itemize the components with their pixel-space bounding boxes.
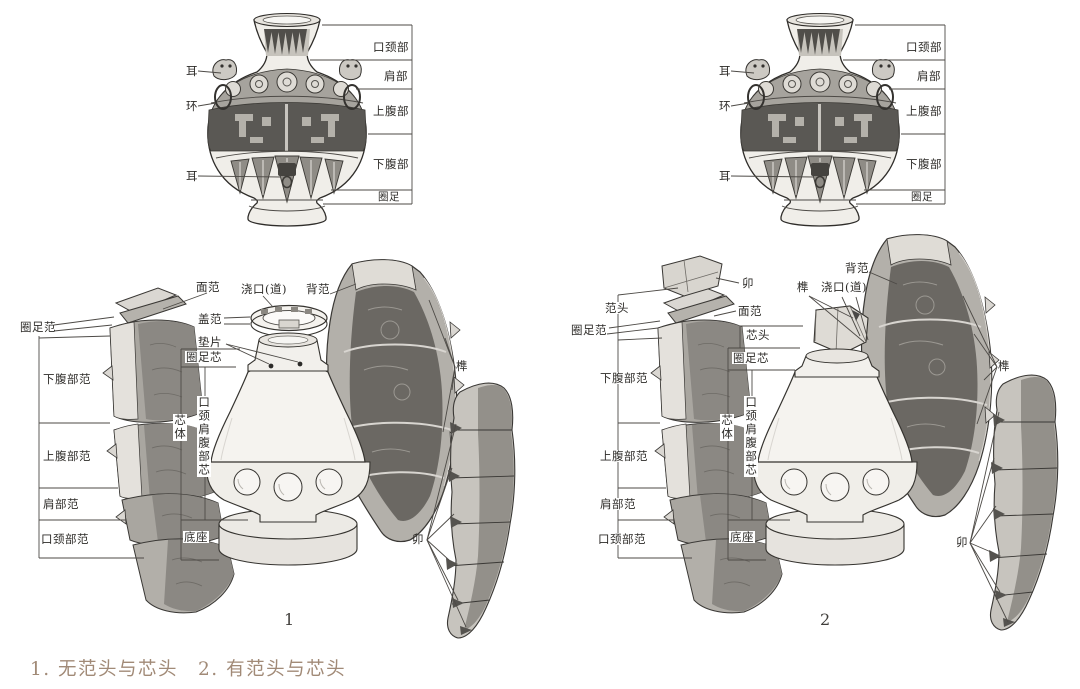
label-p1-face-mold: 面范	[196, 280, 220, 294]
label-p1-foot-ring-core: 圈足芯	[185, 350, 223, 364]
core-head-piece	[794, 305, 880, 378]
label-p2-vessel-shoulder: 肩部	[917, 69, 941, 83]
label-p2-upper-belly-mold: 上腹部范	[599, 449, 649, 463]
panel-2-number: 2	[820, 610, 831, 629]
label-p2-tenon-left: 榫	[797, 280, 809, 294]
label-p2-foot-ring-mold: 圈足范	[571, 323, 607, 337]
label-p2-mortise-right: 卯	[956, 535, 968, 549]
label-p1-vessel-mouth-neck: 口颈部	[373, 40, 409, 54]
label-p1-mouth-neck-mold: 口颈部范	[40, 532, 90, 546]
mold-2-annotation-lines	[606, 271, 1009, 623]
label-p2-mouth-neck-shoulder-belly-core: 口颈肩腹部芯	[744, 396, 759, 477]
label-p1-cover-mold: 盖范	[198, 312, 222, 326]
mold-head-piece	[661, 255, 723, 297]
label-p1-vessel-foot-ring: 圈足	[378, 191, 400, 203]
label-p1-vessel-upper-belly: 上腹部	[373, 104, 409, 118]
label-p1-vessel-ear-top: 耳	[186, 64, 198, 78]
cover-mold-ring	[250, 304, 328, 338]
label-p2-back-mold: 背范	[845, 261, 869, 275]
label-p1-lower-belly-mold: 下腹部范	[42, 372, 92, 386]
label-p2-mold-head: 范头	[604, 301, 630, 315]
label-p1-shoulder-mold: 肩部范	[42, 497, 80, 511]
figure-caption: 1. 无范头与芯头 2. 有范头与芯头	[30, 659, 347, 680]
label-p1-foot-ring-mold: 圈足范	[20, 320, 56, 334]
label-p2-foot-ring-core: 圈足芯	[732, 351, 770, 365]
label-p2-vessel-upper-belly: 上腹部	[906, 104, 942, 118]
label-p1-vessel-ear-bottom: 耳	[186, 169, 198, 183]
label-p2-shoulder-mold: 肩部范	[599, 497, 637, 511]
label-p2-tenon-right: 榫	[998, 359, 1010, 373]
label-p2-vessel-lower-belly: 下腹部	[906, 157, 942, 171]
panel-1-number: 1	[284, 610, 295, 629]
label-p2-lower-belly-mold: 下腹部范	[599, 371, 649, 385]
label-p1-upper-belly-mold: 上腹部范	[42, 449, 92, 463]
label-p1-mouth-neck-shoulder-belly-core: 口颈肩腹部芯	[197, 396, 212, 477]
label-p2-vessel-foot-ring: 圈足	[911, 191, 933, 203]
label-p1-back-mold: 背范	[306, 282, 330, 296]
label-p2-mouth-neck-mold: 口颈部范	[597, 532, 647, 546]
label-p1-mortise: 卯	[412, 532, 424, 546]
label-p2-vessel-ear-bottom: 耳	[719, 169, 731, 183]
label-p2-core-head: 芯头	[745, 328, 771, 342]
label-p2-mortise-top: 卯	[742, 276, 754, 290]
label-p1-vessel-shoulder: 肩部	[384, 69, 408, 83]
label-p1-tenon: 榫	[456, 359, 468, 373]
label-p2-pouring-gate: 浇口(道)	[821, 280, 867, 294]
mold-exploded-2	[606, 233, 1059, 631]
label-p2-vessel-mouth-neck: 口颈部	[906, 40, 942, 54]
label-p1-pouring-gate: 浇口(道)	[241, 282, 287, 296]
label-p2-core-body: 芯体	[720, 414, 735, 441]
label-p1-vessel-lower-belly: 下腹部	[373, 157, 409, 171]
label-p1-vessel-ring: 环	[186, 99, 198, 113]
foot-ring-core-collar-1	[247, 332, 329, 372]
label-p1-core-body: 芯体	[173, 414, 188, 441]
label-p2-vessel-ear-top: 耳	[719, 64, 731, 78]
label-p2-face-mold: 面范	[738, 304, 762, 318]
mold-exploded-1	[38, 258, 516, 639]
label-p1-spacer: 垫片	[198, 335, 222, 349]
label-p2-vessel-ring: 环	[719, 99, 731, 113]
label-p1-base: 底座	[183, 530, 209, 544]
label-p2-base: 底座	[729, 530, 755, 544]
